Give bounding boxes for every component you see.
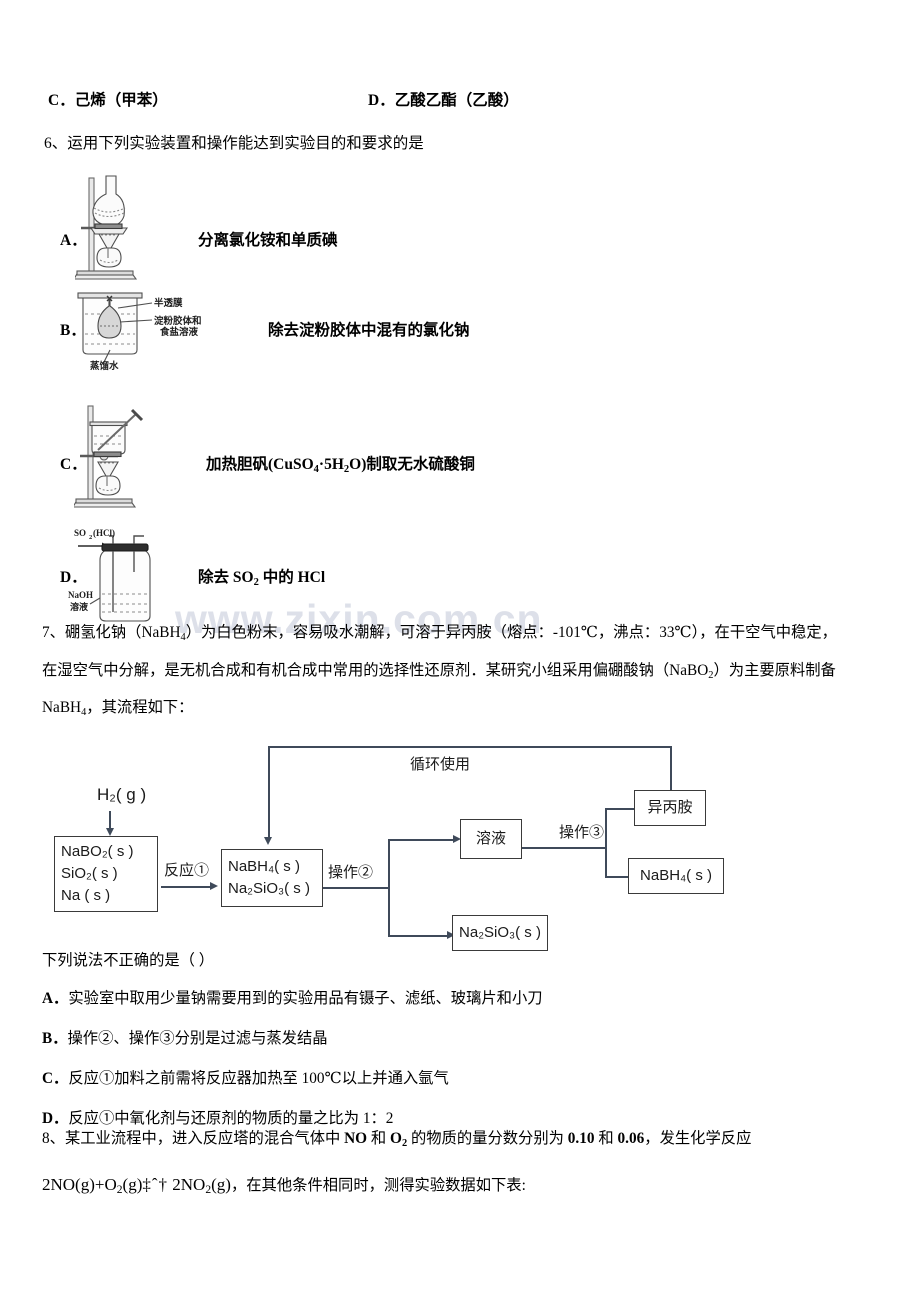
reactant-nabo2: NaBO₂( s ) <box>61 843 134 861</box>
recycle-line-down-left <box>268 746 270 840</box>
question8: 8、某工业流程中，进入反应塔的混合气体中 NO 和 O2 的物质的量分数分别为 … <box>42 1128 892 1218</box>
h2-input-arrow <box>105 828 114 836</box>
no-fraction-value: 0.10 <box>567 1130 595 1147</box>
prev-option-d: D．乙酸乙酯（乙酸） <box>368 92 519 109</box>
question6-stem: 6、运用下列实验装置和操作能达到实验目的和要求的是 <box>44 131 424 153</box>
product-na2sio3: Na₂SiO₃( s ) <box>228 880 310 897</box>
question7-option-a: A．实验室中取用少量钠需要用到的实验用品有镊子、滤纸、玻璃片和小刀 <box>42 986 842 1008</box>
branch-to-na2sio3 <box>388 935 449 937</box>
branch-solution-arrow <box>453 835 461 843</box>
reaction1-line <box>161 886 212 888</box>
q7-opt-c-text: 反应①加料之前需将反应器加热至 100℃以上并通入氩气 <box>68 1070 449 1087</box>
question6-option-c: C． 加热胆矾(CuSO4·5H2O)制取无水硫酸铜 <box>60 452 475 475</box>
isopropylamine-label: 异丙胺 <box>647 799 693 817</box>
question6-number: 6、 <box>44 135 68 152</box>
recycle-line-down-right <box>670 746 672 808</box>
prev-option-c: C．己烯（甲苯） <box>48 92 168 109</box>
label-so2-hcl-inlet: SO <box>74 528 86 538</box>
q7-opt-d-letter: D． <box>42 1110 69 1127</box>
operation3-line <box>522 847 607 849</box>
reaction1-arrow <box>210 882 218 890</box>
nabh4-product-label: NaBH₄( s ) <box>640 867 712 885</box>
question8-text-2: ，在其他条件相同时，测得实验数据如下表: <box>230 1176 526 1194</box>
option-c-description: 加热胆矾(CuSO4·5H2O)制取无水硫酸铜 <box>206 456 475 475</box>
option-d-letter: D． <box>60 569 87 587</box>
question7-option-c: C．反应①加料之前需将反应器加热至 100℃以上并通入氩气 <box>42 1066 842 1088</box>
label-starch-colloid: 淀粉胶体和 <box>154 315 202 327</box>
operation2-line <box>323 887 390 889</box>
option-b-description: 除去淀粉胶体中混有的氯化钠 <box>268 322 470 339</box>
q7-opt-c-letter: C． <box>42 1070 69 1087</box>
label-distilled-water: 蒸馏水 <box>90 360 119 372</box>
q7-opt-b-letter: B． <box>42 1030 68 1047</box>
q7-opt-d-text: 反应①中氧化剂与还原剂的物质的量之比为 1：2 <box>68 1110 394 1127</box>
question6-option-a: A． 分离氯化铵和单质碘 <box>60 228 338 250</box>
recycle-line-top <box>268 746 672 748</box>
label-solution: 溶液 <box>70 601 89 612</box>
question7-line-1: 7、硼氢化钠（NaBH4）为白色粉末，容易吸水潮解，可溶于异丙胺（熔点：-101… <box>42 624 837 643</box>
apparatus-a-sublimation <box>75 175 138 280</box>
label-salt-solution: 食盐溶液 <box>159 326 199 338</box>
question7-ask: 下列说法不正确的是（ ） <box>42 952 215 969</box>
option-c-letter: C． <box>60 456 87 474</box>
h2-gas-label: H₂( g ) <box>97 785 147 804</box>
reactant-na: Na ( s ) <box>61 886 111 904</box>
reaction1-label: 反应① <box>164 862 210 879</box>
recycle-arrow-head <box>264 837 272 845</box>
q7-opt-b-text: 操作②、操作③分别是过滤与蒸发结晶 <box>67 1030 328 1047</box>
q7-opt-a-text: 实验室中取用少量钠需要用到的实验用品有镊子、滤纸、玻璃片和小刀 <box>68 990 543 1007</box>
operation3-split-vertical <box>605 808 607 877</box>
question8-line-1: 8、某工业流程中，进入反应塔的混合气体中 NO 和 O2 的物质的量分数分别为 … <box>42 1130 752 1149</box>
question7-option-b: B．操作②、操作③分别是过滤与蒸发结晶 <box>42 1026 842 1048</box>
label-so2-sub: 2 <box>89 534 92 541</box>
equation-garbled-arrow: ‡ˆ† <box>142 1174 169 1194</box>
operation2-label: 操作② <box>328 864 374 881</box>
prev-question-options-row: C．己烯（甲苯） D．乙酸乙酯（乙酸） <box>48 88 748 110</box>
product-nabh4: NaBH₄( s ) <box>228 858 300 876</box>
option-d-description: 除去 SO2 中的 HCl <box>198 569 326 588</box>
label-semipermeable-membrane: 半透膜 <box>154 297 183 309</box>
question6-stem-text: 运用下列实验装置和操作能达到实验目的和要求的是 <box>67 135 424 152</box>
h2-input-line <box>109 811 111 831</box>
question7-options: 下列说法不正确的是（ ） A．实验室中取用少量钠需要用到的实验用品有镊子、滤纸、… <box>42 948 842 1146</box>
recycle-label: 循环使用 <box>410 756 471 773</box>
apparatus-c-heating <box>74 405 144 508</box>
question8-number: 8、 <box>42 1130 65 1147</box>
reactant-sio2: SiO₂( s ) <box>61 865 118 883</box>
apparatus-b-dialysis: 半透膜 淀粉胶体和 食盐溶液 蒸馏水 <box>77 292 202 372</box>
question7-line-2: 在湿空气中分解，是无机合成和有机合成中常用的选择性还原剂．某研究小组采用偏硼酸钠… <box>42 661 836 681</box>
question6-option-d: D． 除去 SO2 中的 HCl <box>60 565 325 588</box>
question8-equation: 2NO(g)+O2(g)‡ˆ† 2NO2(g) <box>42 1174 231 1196</box>
flow-box-isopropylamine: 异丙胺 <box>634 790 706 826</box>
apparatus-d-gas-washing: SO 2 (HCl) NaOH 溶液 <box>68 528 151 622</box>
solution-label: 溶液 <box>475 830 506 848</box>
flow-box-reactants: NaBO₂( s ) SiO₂( s ) Na ( s ) <box>54 836 158 912</box>
svg-text:(HCl): (HCl) <box>93 528 115 538</box>
option-a-description: 分离氯化铵和单质碘 <box>198 232 338 249</box>
question7-option-d: D．反应①中氧化剂与还原剂的物质的量之比为 1：2 <box>42 1106 842 1128</box>
question6-option-b: B． 除去淀粉胶体中混有的氯化钠 <box>60 318 470 340</box>
option-a-letter: A． <box>60 232 87 249</box>
flow-box-nabh4-product: NaBH₄( s ) <box>628 858 724 894</box>
flow-box-na2sio3: Na₂SiO₃( s ) <box>452 915 548 951</box>
question7-line-3: NaBH4，其流程如下： <box>42 699 194 718</box>
question7-number: 7、 <box>42 624 65 641</box>
question7-flowchart: 循环使用 H₂( g ) NaBO₂( s ) SiO₂( s ) Na ( s… <box>40 735 885 951</box>
question7-paragraph: 7、硼氢化钠（NaBH4）为白色粉末，容易吸水潮解，可溶于异丙胺（熔点：-101… <box>42 622 888 735</box>
operation3-label: 操作③ <box>559 824 605 841</box>
na2sio3-label: Na₂SiO₃( s ) <box>459 924 541 942</box>
option-b-letter: B． <box>60 322 86 339</box>
branch-na2sio3-arrow <box>447 931 455 939</box>
q7-opt-a-letter: A． <box>42 990 69 1007</box>
branch-to-solution <box>388 839 455 841</box>
label-naoh: NaOH <box>68 590 93 600</box>
flow-box-products: NaBH₄( s ) Na₂SiO₃( s ) <box>221 849 323 907</box>
operation2-split-vertical <box>388 839 390 937</box>
flow-box-solution: 溶液 <box>460 819 522 859</box>
question8-line-2: 2NO(g)+O2(g)‡ˆ† 2NO2(g)，在其他条件相同时，测得实验数据如… <box>42 1172 892 1199</box>
o2-fraction-value: 0.06 <box>617 1130 645 1147</box>
